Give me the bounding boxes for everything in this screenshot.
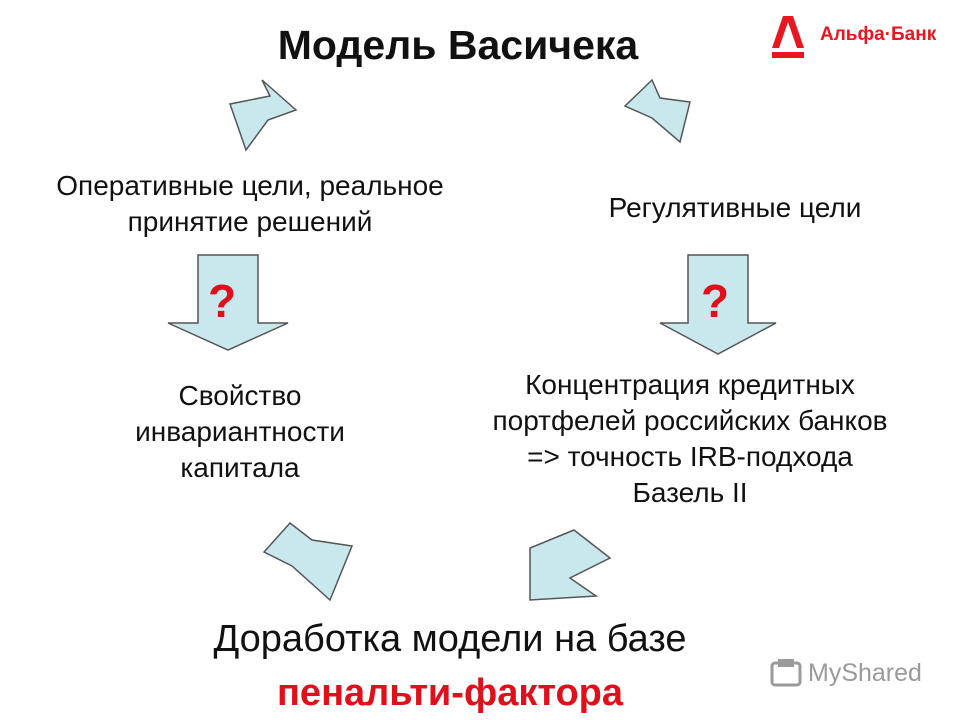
node-line: Регулятивные цели <box>608 192 862 223</box>
conclusion-line-1: Доработка модели на базе <box>213 618 687 660</box>
alfa-a-icon <box>772 16 804 48</box>
arrow-concentration-to-conclusion <box>529 529 612 601</box>
node-capital-invariance: Свойство инвариантности капитала <box>100 378 380 486</box>
node-regulatory-goals: Регулятивные цели <box>560 190 910 226</box>
node-line: => точность IRB-подхода <box>527 441 853 472</box>
alfa-underline <box>772 52 804 58</box>
conclusion-line-2: пенальти-фактора <box>276 672 624 714</box>
arrow-invariance-to-conclusion <box>262 521 354 602</box>
question-mark-left: ? <box>207 275 237 327</box>
alfa-bank-logo <box>772 16 804 58</box>
node-line: Концентрация кредитных <box>525 369 855 400</box>
node-operational-goals: Оперативные цели, реальное принятие реше… <box>0 168 500 240</box>
watermark-icon <box>770 659 802 687</box>
diagram-title: Модель Васичека <box>277 22 639 68</box>
node-line: портфелей российских банков <box>492 405 888 436</box>
arrow-operational-to-invariance <box>167 254 289 351</box>
node-line: инвариантности <box>135 416 345 447</box>
node-portfolio-concentration: Концентрация кредитных портфелей российс… <box>430 367 950 511</box>
question-mark-right: ? <box>700 275 730 327</box>
node-line: Базель II <box>632 477 748 508</box>
node-line: принятие решений <box>127 206 373 237</box>
node-line: Свойство <box>178 380 302 411</box>
arrow-title-to-regulatory <box>623 78 691 144</box>
brand-name: Альфа·Банк <box>820 24 937 45</box>
arrow-title-to-operational <box>229 79 298 152</box>
arrow-regulatory-to-concentration <box>659 254 777 355</box>
watermark-text: MyShared <box>808 659 922 687</box>
node-line: капитала <box>180 452 300 483</box>
node-line: Оперативные цели, реальное <box>56 170 444 201</box>
